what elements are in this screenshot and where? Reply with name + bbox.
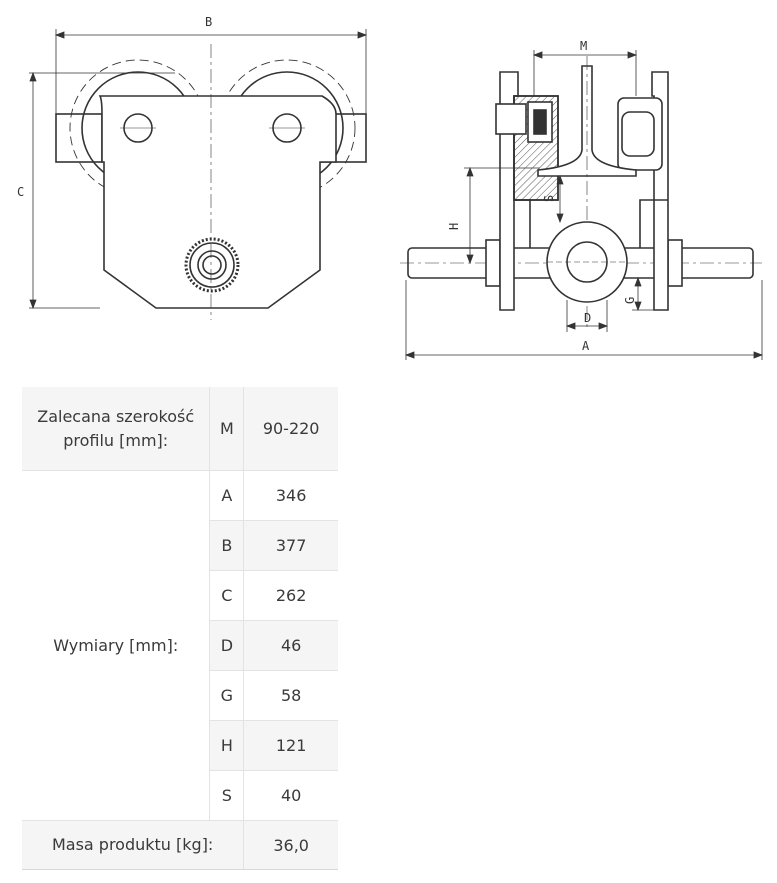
dimension-row: D 46 (22, 620, 338, 671)
dimension-value: 58 (243, 670, 338, 721)
frame-links (514, 199, 668, 248)
dimension-row: H 121 (22, 720, 338, 771)
dimensions-label: Wymiary [mm]: (22, 470, 211, 821)
right-nut (667, 239, 683, 287)
dimension-value: 121 (243, 720, 338, 771)
dimension-a-line (404, 280, 764, 360)
profile-width-row: Zalecana szerokość profilu [mm]: M 90-22… (22, 387, 338, 471)
side-view-drawing (400, 50, 764, 360)
label-dim-c: C (17, 185, 24, 199)
dimension-g-line (632, 276, 668, 312)
label-dim-d: D (584, 311, 591, 325)
rail-profile (537, 65, 637, 177)
dimension-symbol: H (209, 720, 245, 771)
label-dim-b: B (205, 15, 212, 29)
dimension-symbol: A (209, 470, 245, 521)
label-dim-g: G (623, 297, 637, 304)
mass-value: 36,0 (243, 820, 338, 870)
dimension-d-line (565, 300, 609, 332)
mass-label: Masa produktu [kg]: (22, 820, 245, 870)
dimension-s-line (556, 174, 564, 224)
dimension-value: 40 (243, 770, 338, 821)
dimension-row: G 58 (22, 670, 338, 721)
profile-width-symbol: M (209, 387, 245, 471)
dimension-row: S 40 (22, 770, 338, 821)
mass-row: Masa produktu [kg]: 36,0 (22, 820, 338, 870)
dimension-value: 377 (243, 520, 338, 571)
dimension-symbol: C (209, 570, 245, 621)
dimension-symbol: S (209, 770, 245, 821)
dimension-h-line (464, 166, 540, 265)
label-dim-a: A (582, 339, 590, 353)
dimension-value: 46 (243, 620, 338, 671)
dimension-b-line (54, 29, 368, 114)
front-view-drawing (29, 29, 368, 320)
dimension-value: 346 (243, 470, 338, 521)
dimension-row: C 262 (22, 570, 338, 621)
left-axle-plate (55, 113, 103, 163)
left-bearing (495, 103, 527, 135)
technical-drawings: B C (17, 15, 764, 360)
gear-ring (189, 242, 235, 288)
dimension-symbol: B (209, 520, 245, 571)
specification-table: Zalecana szerokość profilu [mm]: M 90-22… (22, 387, 338, 870)
dimension-value: 262 (243, 570, 338, 621)
dimension-symbol: G (209, 670, 245, 721)
dimension-symbol: D (209, 620, 245, 671)
label-dim-s: S (542, 195, 556, 202)
gear-hole (202, 255, 222, 275)
label-dim-m: M (580, 39, 587, 53)
gear-teeth (184, 237, 240, 293)
gear-inner (197, 250, 227, 280)
profile-width-value: 90-220 (243, 387, 338, 471)
dimension-row: Wymiary [mm]: A 346 (22, 470, 338, 821)
trolley-body (98, 95, 337, 309)
label-dim-h: H (447, 223, 461, 230)
dimension-m-line (532, 50, 638, 96)
right-wheel-section (617, 97, 663, 171)
left-nut (485, 239, 501, 287)
profile-width-label: Zalecana szerokość profilu [mm]: (22, 387, 211, 471)
dimension-row: B 377 (22, 520, 338, 571)
